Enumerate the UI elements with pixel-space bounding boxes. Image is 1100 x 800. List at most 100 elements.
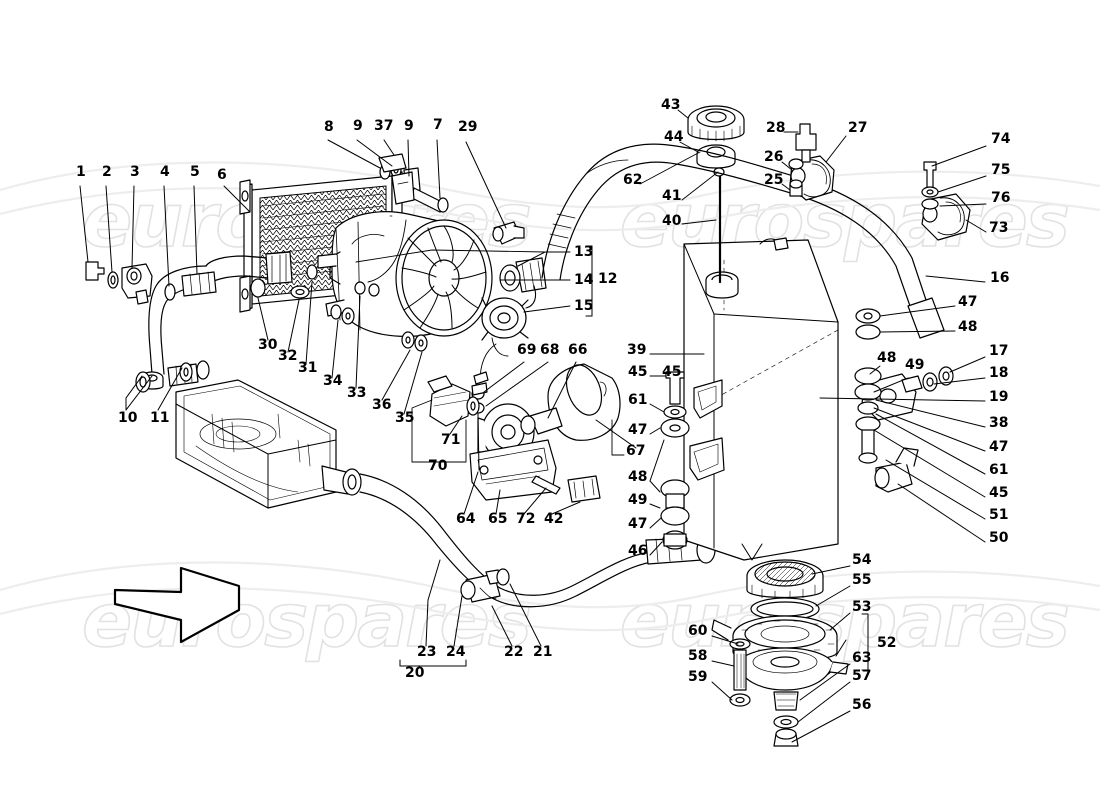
callout-number: 24: [446, 644, 466, 660]
callout-number: 73: [989, 220, 1009, 236]
callout-number: 61: [628, 392, 648, 408]
clamp-washer-75: [921, 186, 939, 198]
clamp-screw-28: [795, 123, 817, 163]
callout-number: 46: [628, 543, 648, 559]
callout-number: 13: [574, 244, 594, 260]
radiator-mount-hardware: [378, 153, 449, 213]
callout-number: 45: [628, 364, 648, 380]
callout-leader-lines: [79, 109, 987, 743]
callout-number: 75: [991, 162, 1011, 178]
callout-number: 22: [504, 644, 524, 660]
callout-number: 49: [905, 357, 925, 373]
callout-number: 41: [662, 188, 682, 204]
callout-number: 53: [852, 599, 872, 615]
scavenge-pump-strainer: [711, 559, 849, 747]
fitting-1-banjo-bolt: [85, 261, 105, 281]
callout-number: 9: [353, 118, 363, 134]
callout-number: 47: [958, 294, 978, 310]
callout-number: 17: [989, 343, 1009, 359]
callout-number: 23: [417, 644, 437, 660]
callout-number: 42: [544, 511, 564, 527]
callout-number: 67: [626, 443, 646, 459]
callout-number: 5: [190, 164, 200, 180]
tank-left-hardware: [660, 371, 690, 550]
callout-number: 31: [298, 360, 318, 376]
callout-number: 19: [989, 389, 1009, 405]
fitting-2-washer: [107, 271, 119, 289]
callout-number: 26: [764, 149, 784, 165]
hose-clamp-22: [460, 568, 510, 603]
hose-union-13-14: [499, 257, 547, 309]
callout-number: 43: [661, 97, 681, 113]
callout-number: 35: [395, 410, 415, 426]
callout-number: 65: [488, 511, 508, 527]
callout-number: 62: [623, 172, 643, 188]
callout-number: 47: [989, 439, 1009, 455]
oil-pump-filter-group: [427, 343, 621, 503]
callout-number: 10: [118, 410, 138, 426]
clamp-nut-25: [789, 179, 803, 197]
callout-number: 11: [150, 410, 170, 426]
callout-number: 69: [517, 342, 537, 358]
fitting-4-seal: [164, 283, 176, 301]
callout-number: 71: [441, 432, 461, 448]
callout-number: 3: [130, 164, 140, 180]
temp-sensor-29: [492, 221, 525, 245]
callout-number: 55: [852, 572, 872, 588]
cooling-fan-assembly: [317, 211, 493, 337]
callout-number: 21: [533, 644, 553, 660]
callout-number: 45: [662, 364, 682, 380]
callout-number: 38: [989, 415, 1009, 431]
hose-fitting-a: [265, 251, 293, 285]
shroud-fastener-hardware: [250, 264, 428, 352]
callout-number: 34: [323, 373, 343, 389]
callout-number: 48: [958, 319, 978, 335]
callout-number: 25: [764, 172, 784, 188]
callout-number: 4: [160, 164, 170, 180]
callout-number: 63: [852, 650, 872, 666]
callout-number: 16: [990, 270, 1010, 286]
coolant-lower-hose: [140, 251, 293, 390]
callout-number: 50: [989, 530, 1009, 546]
callout-number: 18: [989, 365, 1009, 381]
callout-number: 27: [848, 120, 868, 136]
callout-number: 74: [991, 131, 1011, 147]
callout-number: 30: [258, 337, 278, 353]
callout-number: 39: [627, 342, 647, 358]
callout-number: 47: [628, 516, 648, 532]
flow-direction-arrow: [113, 566, 241, 644]
callout-number: 32: [278, 348, 298, 364]
clamp-bolt-74: [923, 161, 937, 191]
callout-number: 57: [852, 668, 872, 684]
callout-number: 72: [516, 511, 536, 527]
callout-number: 54: [852, 552, 872, 568]
callout-number: 40: [662, 213, 682, 229]
clamp-washer-76: [921, 198, 939, 210]
callout-number: 64: [456, 511, 476, 527]
callout-number: 47: [628, 422, 648, 438]
callout-number: 70: [428, 458, 448, 474]
oil-tank: [683, 158, 839, 561]
callout-number: 6: [217, 167, 227, 183]
callout-number: 48: [628, 469, 648, 485]
callout-number: 59: [688, 669, 708, 685]
callout-number: 68: [540, 342, 560, 358]
fan-thermo-switch-15: [481, 297, 529, 357]
callout-number: 61: [989, 462, 1009, 478]
callout-number: 45: [989, 485, 1009, 501]
callout-number: 44: [664, 129, 684, 145]
callout-number: 2: [102, 164, 112, 180]
callout-number: 9: [404, 118, 414, 134]
oil-sump-pan: [175, 379, 362, 509]
clamp-nut-26: [788, 158, 804, 170]
callout-number: 51: [989, 507, 1009, 523]
callout-number: 20: [405, 665, 425, 681]
fitting-3-union: [121, 263, 153, 305]
callout-number: 1: [76, 164, 86, 180]
callout-number: 15: [574, 298, 594, 314]
callout-number: 12: [598, 271, 618, 287]
oil-tank-filler-cap-43: [687, 105, 745, 142]
